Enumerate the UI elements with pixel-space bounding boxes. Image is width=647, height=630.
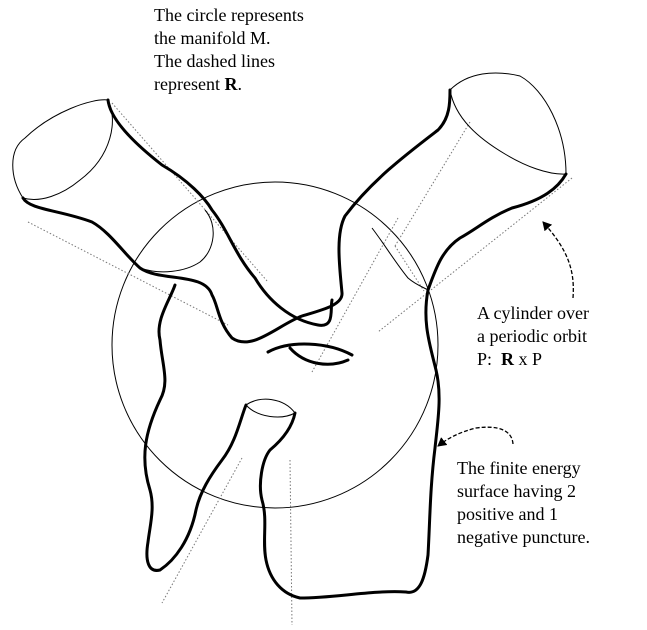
manifold-caption: The circle represents the manifold M. Th… [154,4,304,96]
manifold-caption-line4-end: . [237,74,242,94]
cylinder-caption-line2: a periodic orbit [477,325,589,348]
manifold-caption-line1: The circle represents [154,4,304,27]
arrow-cylinder [543,222,573,298]
cylinder-caption-line3-end: x P [514,349,542,369]
inner-contour-left [140,210,213,272]
surface-hole [268,344,352,364]
surface-caption-line1: The finite energy [457,457,590,480]
surface-caption-line4: negative puncture. [457,526,590,549]
manifold-caption-line3: The dashed lines [154,50,304,73]
manifold-caption-line4-text: represent [154,74,224,94]
surface-caption-line2: surface having 2 [457,480,590,503]
manifold-caption-line2: the manifold M. [154,27,304,50]
arrow-surface [438,427,513,446]
surface-caption-line3: positive and 1 [457,503,590,526]
cylinder-caption-line3: P: R x P [477,348,589,371]
cylinder-caption: A cylinder over a periodic orbit P: R x … [477,302,589,371]
manifold-caption-line4: represent R. [154,73,304,96]
cylinder-caption-line3-text: P: [477,349,501,369]
cylinder-caption-r-symbol: R [501,349,514,369]
surface-caption: The finite energy surface having 2 posit… [457,457,590,549]
cylinder-caption-line1: A cylinder over [477,302,589,325]
manifold-caption-r-symbol: R [224,74,237,94]
inner-contour-right [372,228,428,290]
